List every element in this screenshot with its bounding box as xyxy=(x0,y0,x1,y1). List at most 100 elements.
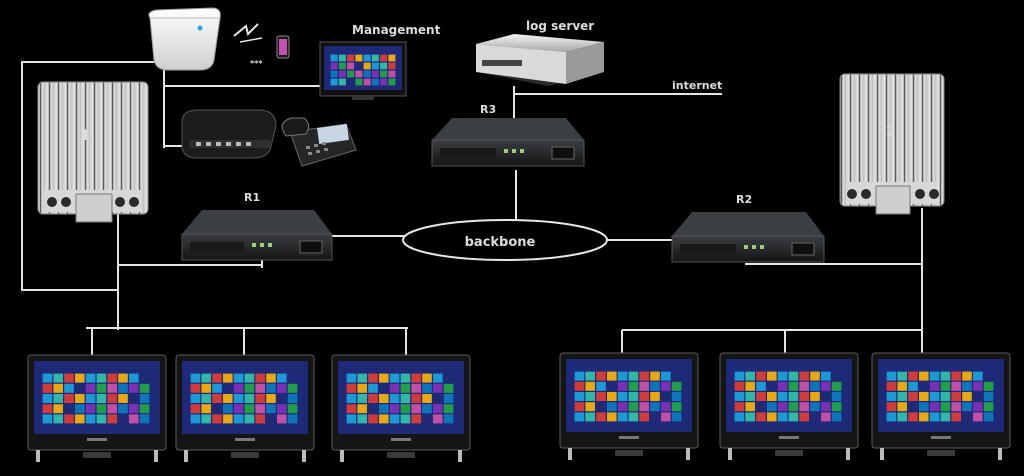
screen-tile xyxy=(190,394,201,403)
screen-tile xyxy=(368,383,378,393)
stand-base xyxy=(231,452,259,458)
screen-tile xyxy=(756,381,766,391)
screen-tile xyxy=(734,371,745,381)
screen-tile xyxy=(223,394,233,403)
screen-tile xyxy=(734,392,745,401)
screen-tile xyxy=(400,383,411,393)
screen-tile xyxy=(107,373,117,383)
screen-tile xyxy=(129,414,139,424)
screen-tile xyxy=(96,373,107,383)
log-server-label: log server xyxy=(526,19,594,33)
screen-tile xyxy=(596,392,606,401)
screen-tile xyxy=(64,383,74,393)
stand-leg-left xyxy=(340,450,344,462)
screen-tile xyxy=(821,412,831,422)
screen-tile xyxy=(908,392,918,401)
screen-tile xyxy=(734,412,745,422)
screen-tile xyxy=(75,373,85,383)
screen-tile xyxy=(983,402,994,412)
screen-tile xyxy=(756,392,766,401)
panel-device-1: 1 xyxy=(37,81,149,223)
start-screen-tiles xyxy=(346,373,454,424)
screen-tile xyxy=(389,373,400,383)
screen-tile xyxy=(788,371,799,381)
wireless-access-point xyxy=(148,7,221,71)
screen-tile xyxy=(767,371,777,381)
screen-tile xyxy=(190,414,201,424)
screen-tile xyxy=(628,392,639,401)
screen-tile xyxy=(85,373,96,383)
screen-tile xyxy=(363,78,371,86)
screen-tile xyxy=(371,54,379,62)
screen-tile xyxy=(886,392,897,401)
screen-tile xyxy=(85,394,96,403)
screen-tile xyxy=(788,412,799,422)
screen-tile xyxy=(639,392,649,401)
screen-tile xyxy=(371,62,379,70)
screen-tile xyxy=(368,414,378,424)
screen-tile xyxy=(338,70,346,78)
screen-tile xyxy=(767,392,777,401)
screen-tile xyxy=(129,404,139,414)
start-screen-tiles xyxy=(190,373,298,424)
screen-tile xyxy=(897,371,907,381)
stand-leg-right xyxy=(458,450,462,462)
screen-tile xyxy=(443,404,454,414)
screen-tile xyxy=(639,412,649,422)
screen-tile xyxy=(886,402,897,412)
screen-tile xyxy=(357,383,367,393)
wire-left-loop xyxy=(21,61,164,291)
screen-tile xyxy=(951,381,961,391)
screen-tile xyxy=(107,383,117,393)
screen-tile xyxy=(277,404,287,414)
screen-tile xyxy=(929,381,940,391)
screen-tile xyxy=(96,394,107,403)
screen-tile xyxy=(777,381,788,391)
screen-tile xyxy=(201,394,211,403)
screen-tile xyxy=(363,54,371,62)
screen-tile xyxy=(255,373,265,383)
screen-tile xyxy=(919,412,929,422)
screen-tile xyxy=(777,412,788,422)
screen-tile xyxy=(919,371,929,381)
start-screen-tiles xyxy=(734,371,842,422)
screen-tile xyxy=(799,402,809,412)
screen-tile xyxy=(671,412,682,422)
screen-tile xyxy=(346,383,357,393)
screen-tile xyxy=(379,404,389,414)
stand-leg-right xyxy=(154,450,158,462)
screen-tile xyxy=(277,373,287,383)
screen-tile xyxy=(338,78,346,86)
screen-tile xyxy=(346,373,357,383)
screen-tile xyxy=(607,392,617,401)
workstation-4 xyxy=(559,352,699,460)
screen-tile xyxy=(357,404,367,414)
screen-tile xyxy=(371,70,379,78)
screen-tile xyxy=(287,383,298,393)
screen-tile xyxy=(422,404,432,414)
screen-tile xyxy=(388,70,396,78)
screen-tile xyxy=(400,373,411,383)
screen-tile xyxy=(617,412,628,422)
stand-base xyxy=(927,450,955,456)
screen-tile xyxy=(919,392,929,401)
screen-tile xyxy=(650,402,660,412)
backbone-cloud: backbone xyxy=(402,219,608,261)
screen-tile xyxy=(201,383,211,393)
router-r3: R3 xyxy=(431,103,585,167)
screen-tile xyxy=(223,373,233,383)
screen-tile xyxy=(443,394,454,403)
screen-tile xyxy=(244,414,255,424)
screen-tile xyxy=(330,54,338,62)
screen-tile xyxy=(734,381,745,391)
smartphone-icon: *** xyxy=(250,35,290,68)
screen-tile xyxy=(929,412,940,422)
screen-tile xyxy=(973,371,983,381)
screen-tile xyxy=(799,412,809,422)
screen-tile xyxy=(266,404,276,414)
screen-tile xyxy=(96,383,107,393)
screen-tile xyxy=(788,381,799,391)
screen-tile xyxy=(347,70,355,78)
screen-tile xyxy=(379,373,389,383)
screen-tile xyxy=(756,371,766,381)
